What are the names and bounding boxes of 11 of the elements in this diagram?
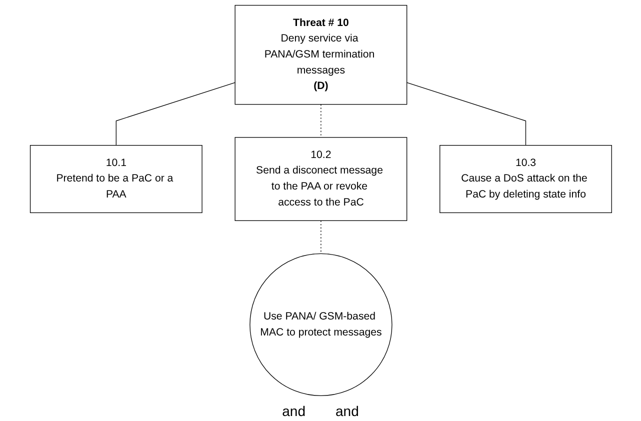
and-label: and xyxy=(336,403,359,419)
connector xyxy=(406,82,526,146)
connector xyxy=(115,82,235,146)
node-circle: Use PANA/ GSM-based MAC to protect messages xyxy=(249,253,392,396)
connector xyxy=(320,104,321,138)
node-box: 10.3 Cause a DoS attack on the PaC by deleting state info xyxy=(439,145,612,214)
node-box: Threat # 10 Deny service via PANA/GSM termination messages (D) xyxy=(234,4,407,105)
node-box: 10.2 Send a disconect message to the PAA or revoke access to the PaC xyxy=(234,137,407,221)
node-box: 10.1 Pretend to be a PaC or a PAA xyxy=(30,145,202,214)
and-label: and xyxy=(282,403,306,419)
connector xyxy=(320,220,321,254)
